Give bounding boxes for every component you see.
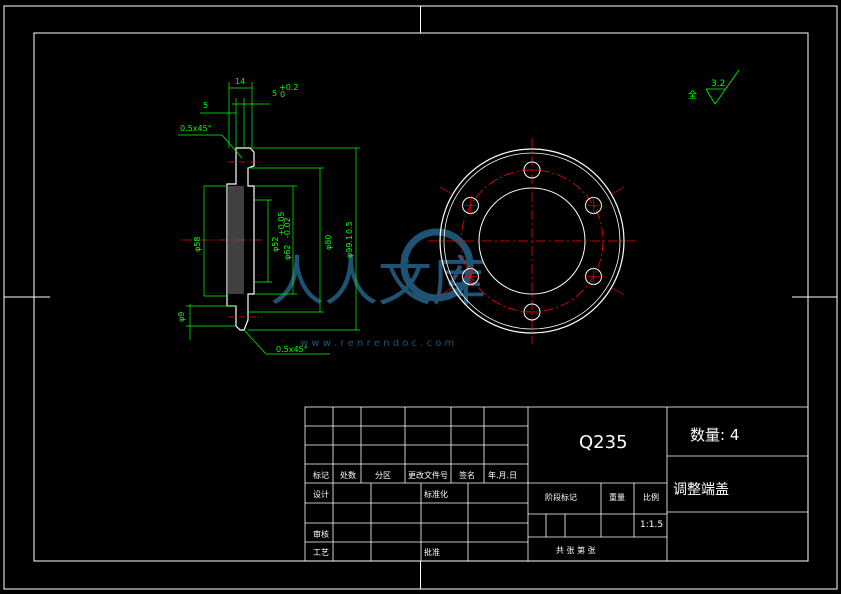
dim-phi9: φ9 — [177, 312, 186, 322]
dim-14: 14 — [235, 77, 245, 86]
section-view: 14 5 +0.2 0 5 0.5x45° 0.5x45° φ58 φ9 φ52… — [177, 77, 360, 355]
roughness-check-icon — [705, 69, 740, 105]
label-change-doc: 更改文件号 — [408, 471, 448, 480]
dim-5-left: 5 — [203, 101, 208, 110]
label-count: 处数 — [340, 471, 356, 480]
label-standardize: 标准化 — [424, 490, 448, 499]
dim-phi99: φ99.1 — [345, 235, 354, 258]
label-process: 工艺 — [313, 548, 329, 557]
label-stage-mark: 阶段标记 — [545, 493, 577, 502]
watermark: 人人文库 w w w . r e n r e n d o c . c o m — [270, 228, 486, 349]
watermark-url: w w w . r e n r e n d o c . c o m — [300, 338, 454, 349]
dim-phi52-tol: +0.05 — [277, 211, 286, 236]
part-name: 调整端盖 — [673, 482, 729, 498]
scale-value: 1:1.5 — [640, 520, 664, 530]
label-zone: 分区 — [375, 471, 391, 480]
material: Q235 — [579, 432, 628, 453]
dim-phi80: φ80 — [324, 235, 333, 250]
section-hatch — [227, 186, 244, 294]
chamfer-bottom: 0.5x45° — [276, 345, 308, 354]
dim-5-top: 5 — [272, 89, 277, 98]
label-date: 年.月.日 — [488, 471, 518, 480]
label-design: 设计 — [313, 490, 329, 499]
dim-5-tol-sub: 0 — [280, 90, 285, 99]
roughness-other-text: 全 — [688, 89, 697, 101]
bolt-hole-centerlines — [439, 169, 625, 313]
chamfer-top: 0.5x45° — [180, 124, 212, 133]
label-scale: 比例 — [643, 493, 659, 502]
label-weight: 重量 — [609, 493, 625, 502]
dimension-lines — [178, 82, 360, 355]
label-review: 审核 — [313, 530, 329, 539]
dim-phi62-tol: -0.02 — [283, 217, 292, 238]
dim-phi99-tol: 0.5 — [345, 221, 354, 234]
dim-phi58: φ58 — [193, 237, 202, 252]
quantity: 数量: 4 — [690, 426, 740, 444]
dim-phi62: φ62 — [283, 245, 292, 260]
roughness-symbol: 全 3.2 — [688, 69, 740, 105]
label-mark: 标记 — [313, 471, 329, 480]
label-sign: 签名 — [459, 471, 475, 480]
label-approve: 批准 — [424, 548, 440, 557]
label-sheet: 共 张 第 张 — [556, 546, 596, 555]
dim-5-tol-sup: +0.2 — [279, 83, 298, 92]
front-view — [428, 138, 636, 344]
watermark-logo-ring — [400, 228, 474, 302]
title-block — [304, 406, 809, 562]
roughness-value: 3.2 — [711, 79, 725, 89]
dim-phi52: φ52 — [271, 237, 280, 252]
